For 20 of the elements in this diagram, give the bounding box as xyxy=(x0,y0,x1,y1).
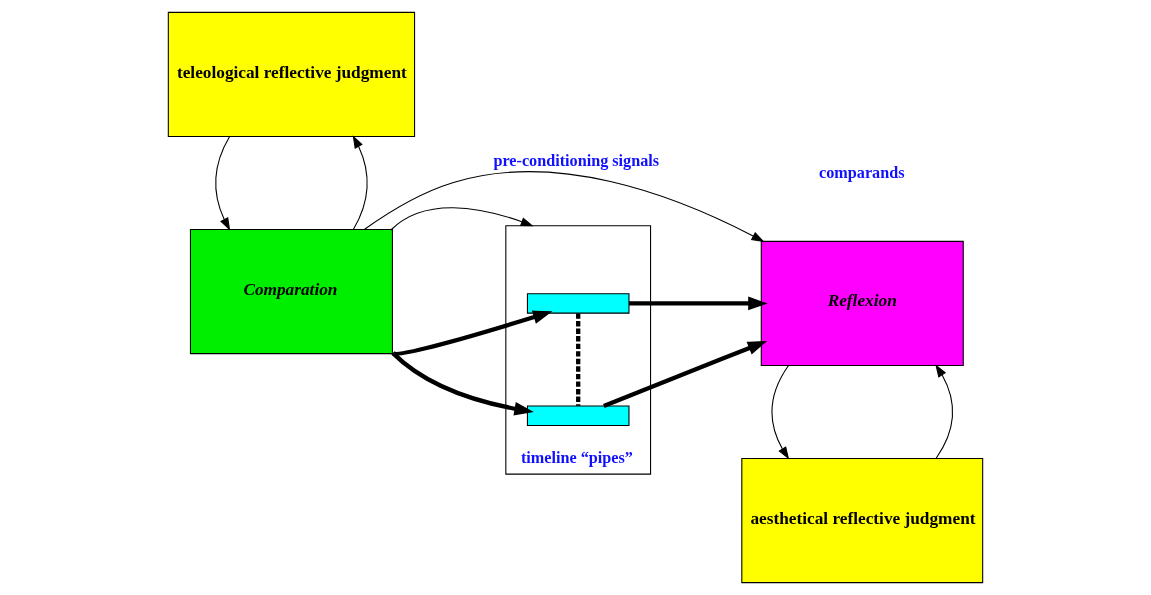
node-box: aesthetical reflective judgment xyxy=(741,457,984,584)
node-box: Reflexion xyxy=(760,240,964,367)
arrow xyxy=(215,136,231,231)
arrow xyxy=(390,207,534,231)
arrow xyxy=(935,364,954,459)
connector xyxy=(576,313,581,406)
arrow xyxy=(603,340,768,408)
node-bar xyxy=(526,293,630,314)
label: comparands xyxy=(819,163,905,182)
edge-label: pre-conditioning signals xyxy=(493,152,660,171)
cluster: timeline “pipes” xyxy=(505,225,652,475)
arrow xyxy=(391,351,534,416)
node-bar xyxy=(526,405,630,427)
arrow xyxy=(352,135,368,230)
arrow xyxy=(364,171,765,242)
arrow xyxy=(392,310,553,356)
node-box: Comparation xyxy=(189,228,393,355)
node-box: teleological reflective judgment xyxy=(167,11,416,138)
arrow xyxy=(629,296,768,311)
arrow xyxy=(771,365,790,460)
